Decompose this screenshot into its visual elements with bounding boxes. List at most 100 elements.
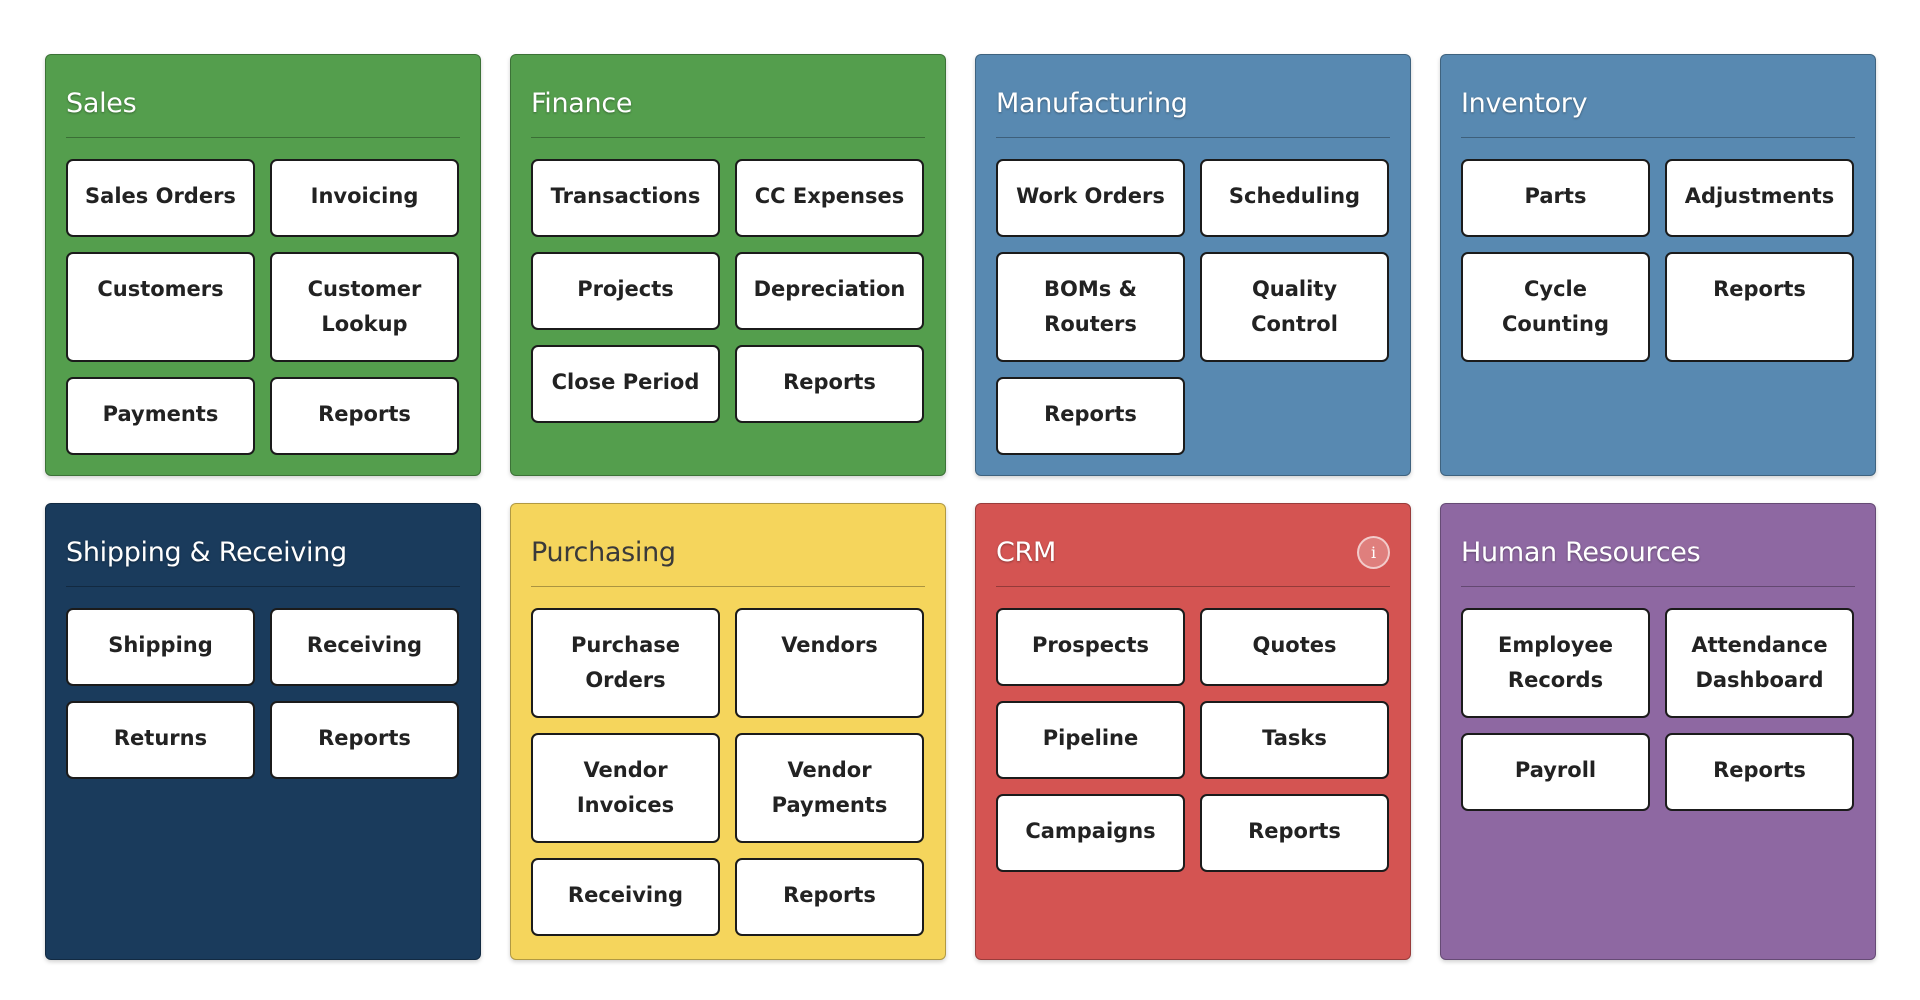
button-label: CC Expenses — [754, 184, 905, 208]
button-label: Reports — [1713, 277, 1806, 301]
button-label: Reports — [318, 402, 411, 426]
returns-button[interactable]: Returns — [66, 701, 255, 779]
button-label: Sales Orders — [85, 184, 236, 208]
button-group: Transactions CC Expenses Projects Deprec… — [531, 159, 925, 423]
quotes-button[interactable]: Quotes — [1200, 608, 1389, 686]
purchase-orders-button[interactable]: Purchase Orders — [531, 608, 720, 718]
shipping-button[interactable]: Shipping — [66, 608, 255, 686]
manufacturing-reports-button[interactable]: Reports — [996, 377, 1185, 455]
button-label: Customer Lookup — [307, 277, 422, 336]
adjustments-button[interactable]: Adjustments — [1665, 159, 1854, 237]
payroll-button[interactable]: Payroll — [1461, 733, 1650, 811]
button-label: Payroll — [1514, 758, 1597, 782]
button-label: Work Orders — [1016, 184, 1165, 208]
button-label: Projects — [577, 277, 674, 301]
button-label: Receiving — [567, 883, 684, 907]
scheduling-button[interactable]: Scheduling — [1200, 159, 1389, 237]
card-header: Shipping & Receiving — [66, 504, 460, 587]
pipeline-button[interactable]: Pipeline — [996, 701, 1185, 779]
purchasing-reports-button[interactable]: Reports — [735, 858, 924, 936]
card-title-crm: CRM — [996, 536, 1057, 568]
card-inventory: Inventory Parts Adjustments Cycle Counti… — [1440, 54, 1876, 476]
button-label: Reports — [1713, 758, 1806, 782]
button-label: Reports — [783, 883, 876, 907]
button-label: Vendors — [781, 633, 878, 657]
button-group: Work Orders Scheduling BOMs & Routers Qu… — [996, 159, 1390, 455]
button-label: Shipping — [108, 633, 213, 657]
button-label: Quality Control — [1251, 277, 1338, 336]
depreciation-button[interactable]: Depreciation — [735, 252, 924, 330]
card-title-sales: Sales — [66, 87, 137, 119]
button-label: Cycle Counting — [1502, 277, 1609, 336]
button-label: Customers — [97, 277, 224, 301]
projects-button[interactable]: Projects — [531, 252, 720, 330]
employee-records-button[interactable]: Employee Records — [1461, 608, 1650, 718]
button-label: Tasks — [1262, 726, 1327, 750]
button-label: Vendor Invoices — [576, 758, 675, 817]
customer-lookup-button[interactable]: Customer Lookup — [270, 252, 459, 362]
receiving-button[interactable]: Receiving — [270, 608, 459, 686]
button-label: Reports — [1248, 819, 1341, 843]
vendors-button[interactable]: Vendors — [735, 608, 924, 718]
card-title-shipping-receiving: Shipping & Receiving — [66, 536, 347, 568]
card-title-finance: Finance — [531, 87, 633, 119]
button-label: Parts — [1524, 184, 1587, 208]
transactions-button[interactable]: Transactions — [531, 159, 720, 237]
purchasing-receiving-button[interactable]: Receiving — [531, 858, 720, 936]
card-header: Purchasing — [531, 504, 925, 587]
button-label: Campaigns — [1025, 819, 1156, 843]
card-title-manufacturing: Manufacturing — [996, 87, 1188, 119]
button-label: Receiving — [306, 633, 423, 657]
prospects-button[interactable]: Prospects — [996, 608, 1185, 686]
sales-orders-button[interactable]: Sales Orders — [66, 159, 255, 237]
cycle-counting-button[interactable]: Cycle Counting — [1461, 252, 1650, 362]
inventory-reports-button[interactable]: Reports — [1665, 252, 1854, 362]
card-header: CRM i — [996, 504, 1390, 587]
customers-button[interactable]: Customers — [66, 252, 255, 362]
card-purchasing: Purchasing Purchase Orders Vendors Vendo… — [510, 503, 946, 960]
invoicing-button[interactable]: Invoicing — [270, 159, 459, 237]
work-orders-button[interactable]: Work Orders — [996, 159, 1185, 237]
card-title-inventory: Inventory — [1461, 87, 1588, 119]
button-label: Scheduling — [1228, 184, 1361, 208]
card-header: Human Resources — [1461, 504, 1855, 587]
payments-button[interactable]: Payments — [66, 377, 255, 455]
tasks-button[interactable]: Tasks — [1200, 701, 1389, 779]
card-title-purchasing: Purchasing — [531, 536, 676, 568]
parts-button[interactable]: Parts — [1461, 159, 1650, 237]
card-crm: CRM i Prospects Quotes Pipeline Tasks Ca… — [975, 503, 1411, 960]
button-group: Shipping Receiving Returns Reports — [66, 608, 460, 779]
boms-routers-button[interactable]: BOMs & Routers — [996, 252, 1185, 362]
quality-control-button[interactable]: Quality Control — [1200, 252, 1389, 362]
button-label: Payments — [102, 402, 219, 426]
module-grid: Sales Sales Orders Invoicing Customers C… — [45, 54, 1878, 960]
button-label: Reports — [318, 726, 411, 750]
button-label: Transactions — [550, 184, 701, 208]
button-label: Adjustments — [1684, 184, 1835, 208]
attendance-dashboard-button[interactable]: Attendance Dashboard — [1665, 608, 1854, 718]
info-icon[interactable]: i — [1357, 535, 1390, 569]
vendor-payments-button[interactable]: Vendor Payments — [735, 733, 924, 843]
crm-reports-button[interactable]: Reports — [1200, 794, 1389, 872]
card-header: Manufacturing — [996, 55, 1390, 138]
vendor-invoices-button[interactable]: Vendor Invoices — [531, 733, 720, 843]
button-label: Close Period — [551, 370, 700, 394]
card-header: Inventory — [1461, 55, 1855, 138]
card-finance: Finance Transactions CC Expenses Project… — [510, 54, 946, 476]
button-label: Purchase Orders — [570, 633, 680, 692]
shipping-reports-button[interactable]: Reports — [270, 701, 459, 779]
button-group: Sales Orders Invoicing Customers Custome… — [66, 159, 460, 455]
card-title-human-resources: Human Resources — [1461, 536, 1701, 568]
card-shipping-receiving: Shipping & Receiving Shipping Receiving … — [45, 503, 481, 960]
button-label: Attendance Dashboard — [1691, 633, 1828, 692]
card-sales: Sales Sales Orders Invoicing Customers C… — [45, 54, 481, 476]
sales-reports-button[interactable]: Reports — [270, 377, 459, 455]
button-group: Prospects Quotes Pipeline Tasks Campaign… — [996, 608, 1390, 872]
button-label: Quotes — [1252, 633, 1337, 657]
close-period-button[interactable]: Close Period — [531, 345, 720, 423]
button-group: Purchase Orders Vendors Vendor Invoices … — [531, 608, 925, 936]
campaigns-button[interactable]: Campaigns — [996, 794, 1185, 872]
finance-reports-button[interactable]: Reports — [735, 345, 924, 423]
cc-expenses-button[interactable]: CC Expenses — [735, 159, 924, 237]
hr-reports-button[interactable]: Reports — [1665, 733, 1854, 811]
